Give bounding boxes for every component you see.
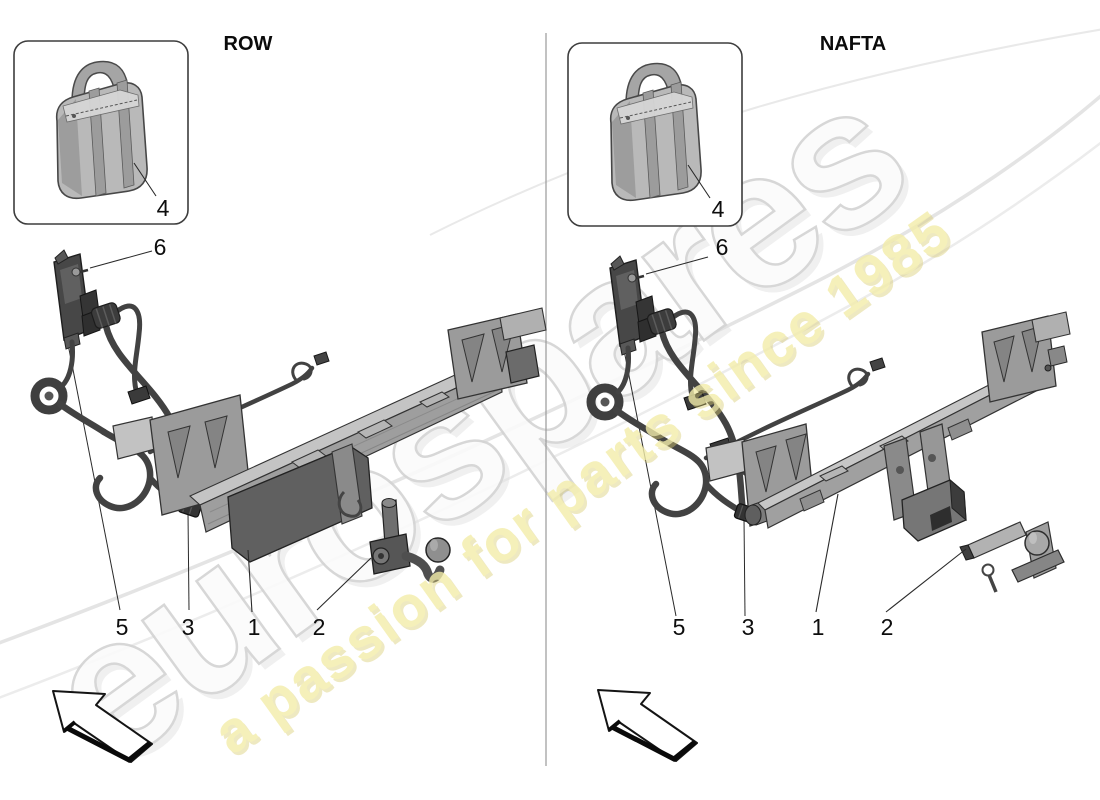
hitch-pin-ring: [981, 563, 995, 577]
region-label-row: ROW: [224, 33, 273, 55]
callout-4: 4: [157, 195, 170, 221]
watermark-swooshes: [0, 28, 1100, 699]
callout-3: 3: [182, 614, 195, 640]
leader-2: [316, 557, 372, 611]
callout-1: 1: [812, 614, 825, 640]
callout-5: 5: [673, 614, 686, 640]
callout-2: 2: [313, 614, 326, 640]
callout-1: 1: [248, 614, 261, 640]
hitch-ball: [1024, 530, 1050, 556]
leader-1: [247, 549, 253, 613]
panel-row: ROW: [13, 33, 547, 762]
tow-hook-swan-neck: [369, 498, 451, 583]
callout-5: 5: [116, 614, 129, 640]
callout-6: 6: [154, 234, 167, 260]
leader-1: [815, 493, 839, 613]
region-label-nafta: NAFTA: [820, 33, 886, 55]
towbar-crossmember-nafta: [705, 311, 1071, 542]
callout-2: 2: [881, 614, 894, 640]
tow-hook-ball-mount: [959, 521, 1065, 593]
callout-3: 3: [742, 614, 755, 640]
callout-4: 4: [712, 196, 725, 222]
hitch-pin: [987, 574, 998, 593]
leader-2: [885, 548, 967, 613]
callout-6: 6: [716, 234, 729, 260]
towbar-crossmember-row: [112, 307, 547, 563]
panel-nafta: NAFTA: [567, 33, 1071, 761]
